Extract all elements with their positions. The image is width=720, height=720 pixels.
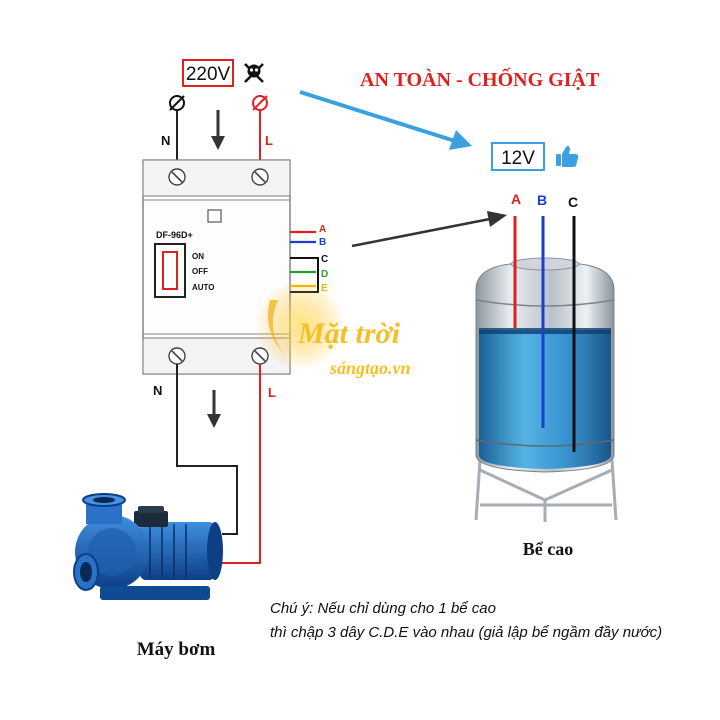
wire-d-label: D	[321, 269, 328, 280]
output-neutral-label: N	[153, 383, 162, 398]
thumbs-up-icon	[556, 145, 579, 167]
skull-crossbones-icon	[244, 63, 264, 83]
watermark-logo: Mặt trời sángtạo.vn	[255, 280, 411, 378]
live-input-terminal-icon	[252, 95, 268, 111]
wire-c-label: C	[321, 254, 328, 265]
probe-a-label: A	[511, 191, 521, 207]
water-tank-image	[474, 257, 618, 522]
safety-arrow-icon	[299, 90, 472, 150]
input-flow-arrow-icon	[211, 110, 225, 150]
input-live-label: L	[265, 133, 273, 148]
watermark-line2: sángtạo.vn	[329, 358, 411, 378]
screw-icon	[168, 347, 186, 365]
wire-b-label: B	[319, 237, 326, 248]
mode-on-label: ON	[192, 252, 204, 261]
supply-voltage-label: 220V	[182, 59, 234, 87]
sensor-voltage-text: 12V	[501, 148, 535, 169]
screw-icon	[251, 168, 269, 186]
wire-a-label: A	[319, 224, 326, 235]
pump-caption: Máy bơm	[137, 639, 216, 660]
supply-voltage-text: 220V	[186, 64, 231, 85]
live-output-wire	[222, 364, 261, 564]
probe-b-label: B	[537, 192, 547, 208]
input-neutral-label: N	[161, 133, 170, 148]
sensor-voltage-label: 12V	[491, 142, 545, 171]
note-line-1: Chú ý: Nếu chỉ dùng cho 1 bể cao	[270, 600, 496, 617]
mode-off-label: OFF	[192, 267, 208, 276]
output-flow-arrow-icon	[207, 390, 221, 428]
watermark-line1: Mặt trời	[297, 317, 401, 350]
safety-banner: AN TOÀN - CHỐNG GIẬT	[360, 67, 600, 91]
note-line-2: thì chập 3 dây C.D.E vào nhau (giả lập b…	[270, 624, 663, 641]
output-live-label: L	[268, 385, 276, 400]
neutral-input-terminal-icon	[169, 95, 185, 111]
screw-icon	[168, 168, 186, 186]
probe-c-label: C	[568, 194, 578, 210]
water-pump-image	[73, 493, 223, 600]
neutral-output-wire	[176, 364, 238, 535]
controller-model-label: DF-96D+	[156, 230, 193, 240]
mode-auto-label: AUTO	[192, 283, 215, 292]
tank-caption: Bể cao	[523, 539, 573, 559]
sensor-link-arrow-icon	[351, 211, 507, 248]
